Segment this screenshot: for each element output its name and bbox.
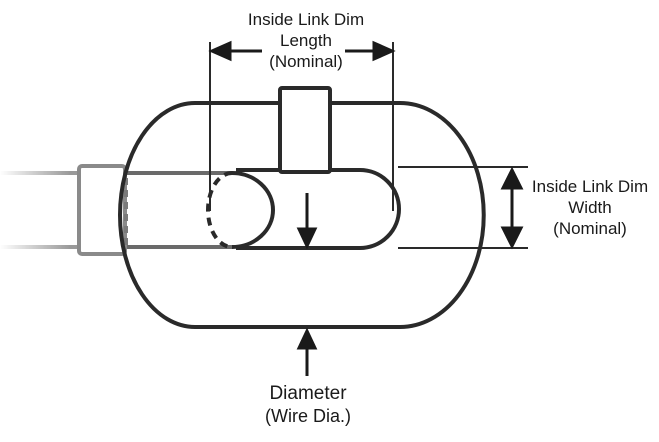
dimension-lines: [209, 42, 528, 249]
inside-length-label-line3: (Nominal): [269, 52, 343, 71]
inside-length-label: Inside Link Dim Length (Nominal): [211, 9, 401, 72]
main-link: [118, 86, 486, 329]
diameter-arrows: [296, 193, 318, 376]
inside-length-label-line2: Length: [280, 31, 332, 50]
inside-width-label: Inside Link Dim Width (Nominal): [520, 176, 659, 239]
diameter-label: Diameter (Wire Dia.): [218, 383, 398, 427]
width-arrow-up-icon: [500, 166, 524, 190]
adjoining-link: [0, 160, 232, 260]
adjoining-link-weld-collar: [77, 164, 127, 256]
length-arrow-left-icon: [208, 40, 232, 62]
fade-overlay: [0, 160, 70, 260]
diameter-label-line1: Diameter: [269, 383, 347, 404]
inside-width-label-line1: Inside Link Dim: [531, 177, 649, 196]
length-arrows: [208, 40, 396, 62]
inside-width-label-line3: (Nominal): [553, 219, 627, 238]
wire-cross-section: [231, 171, 275, 249]
diameter-arrow-down-icon: [296, 227, 318, 250]
width-arrow-down-icon: [500, 226, 524, 250]
length-arrow-right-icon: [372, 40, 396, 62]
diameter-label-line2: (Wire Dia.): [265, 406, 351, 426]
main-link-weld-collar: [278, 86, 332, 174]
wire-cross-section-hidden: [206, 171, 233, 249]
width-arrow: [500, 166, 524, 250]
diameter-arrow-up-icon: [296, 327, 318, 350]
inside-length-label-line1: Inside Link Dim: [247, 10, 365, 29]
inside-width-label-line2: Width: [568, 198, 612, 217]
link-inner-slot: [236, 168, 401, 250]
link-outer-outline: [118, 101, 486, 329]
